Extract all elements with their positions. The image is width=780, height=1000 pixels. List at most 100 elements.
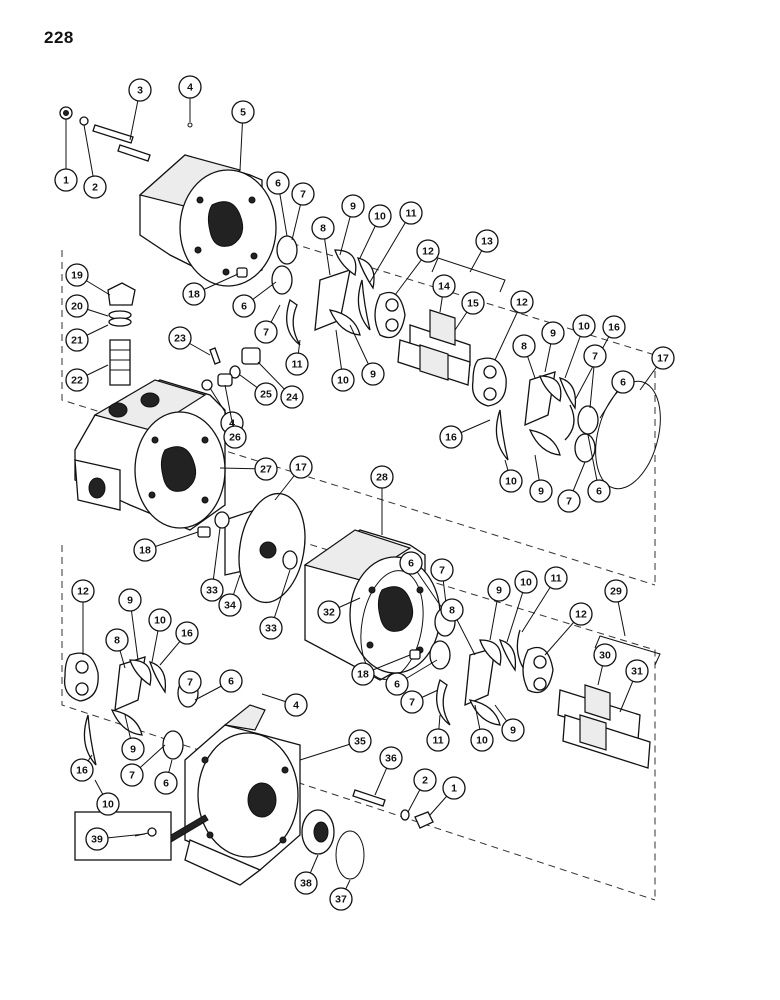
callout-9: 9 bbox=[121, 714, 145, 761]
callout-1: 1 bbox=[429, 776, 466, 816]
callout-circle bbox=[85, 827, 109, 851]
callout-label: 1 bbox=[63, 175, 69, 187]
callout-label: 10 bbox=[337, 375, 349, 387]
callout-9: 9 bbox=[529, 454, 553, 503]
callout-circle bbox=[651, 346, 675, 370]
callout-label: 9 bbox=[350, 201, 356, 213]
relief-valve-parts bbox=[107, 282, 261, 391]
callout-circle bbox=[499, 469, 523, 493]
callout-label: 34 bbox=[224, 600, 236, 612]
callout-3: 3 bbox=[128, 78, 152, 141]
callout-circle bbox=[284, 693, 308, 717]
callout-circle bbox=[461, 291, 485, 315]
callout-label: 9 bbox=[370, 369, 376, 381]
gear-plates-top bbox=[271, 235, 406, 346]
callout-label: 9 bbox=[496, 585, 502, 597]
callout-8: 8 bbox=[440, 598, 476, 656]
callout-label: 6 bbox=[596, 486, 602, 498]
callout-circle bbox=[399, 201, 423, 225]
callout-circle bbox=[348, 729, 372, 753]
callout-circle bbox=[254, 320, 278, 344]
callout-7: 7 bbox=[291, 182, 315, 241]
callout-circle bbox=[510, 290, 534, 314]
callout-circle bbox=[266, 171, 290, 195]
callout-circle bbox=[280, 385, 304, 409]
callout-25: 25 bbox=[239, 374, 278, 406]
callout-1: 1 bbox=[54, 119, 78, 192]
callout-label: 10 bbox=[520, 577, 532, 589]
callout-17: 17 bbox=[274, 455, 313, 501]
callout-circle bbox=[83, 175, 107, 199]
callout-label: 6 bbox=[408, 558, 414, 570]
callout-label: 6 bbox=[620, 377, 626, 389]
callout-circle bbox=[65, 263, 89, 287]
callout-15: 15 bbox=[454, 291, 485, 331]
callout-6: 6 bbox=[385, 659, 438, 696]
callout-18: 18 bbox=[133, 531, 199, 562]
front-cover-35 bbox=[184, 704, 301, 886]
callout-circle bbox=[96, 792, 120, 816]
callout-35: 35 bbox=[299, 729, 372, 761]
callout-label: 9 bbox=[550, 328, 556, 340]
callout-10: 10 bbox=[470, 704, 494, 752]
callout-21: 21 bbox=[65, 324, 109, 352]
callout-label: 7 bbox=[129, 770, 135, 782]
callout-label: 7 bbox=[409, 697, 415, 709]
callout-label: 12 bbox=[422, 246, 434, 258]
callout-label: 16 bbox=[181, 628, 193, 640]
callout-circle bbox=[587, 479, 611, 503]
callout-label: 6 bbox=[394, 679, 400, 691]
callout-12: 12 bbox=[71, 579, 95, 655]
callout-label: 24 bbox=[286, 392, 298, 404]
callout-label: 7 bbox=[592, 351, 598, 363]
callout-label: 37 bbox=[335, 894, 347, 906]
callout-circle bbox=[70, 758, 94, 782]
callout-9: 9 bbox=[118, 588, 142, 661]
callout-circle bbox=[175, 621, 199, 645]
callout-16: 16 bbox=[574, 315, 626, 401]
callout-7: 7 bbox=[583, 344, 607, 409]
callout-label: 11 bbox=[432, 735, 443, 747]
callout-6: 6 bbox=[232, 281, 277, 318]
callout-circle bbox=[470, 728, 494, 752]
callout-37: 37 bbox=[329, 879, 353, 911]
callout-9: 9 bbox=[339, 194, 365, 256]
gear-shafts-30-31 bbox=[557, 635, 661, 769]
callout-label: 11 bbox=[405, 208, 416, 220]
callout-circle bbox=[331, 368, 355, 392]
callout-33: 33 bbox=[259, 569, 291, 640]
callout-circle bbox=[544, 566, 568, 590]
callout-label: 25 bbox=[260, 389, 272, 401]
callout-circle bbox=[557, 489, 581, 513]
callout-label: 9 bbox=[510, 725, 516, 737]
callout-circle bbox=[501, 718, 525, 742]
callout-12: 12 bbox=[494, 290, 534, 361]
callout-label: 21 bbox=[71, 335, 83, 347]
callout-circle bbox=[370, 465, 394, 489]
callout-10: 10 bbox=[499, 459, 523, 493]
callout-circle bbox=[121, 737, 145, 761]
callout-11: 11 bbox=[285, 339, 309, 376]
callout-label: 39 bbox=[91, 834, 103, 846]
callout-circle bbox=[385, 672, 409, 696]
callout-9: 9 bbox=[541, 321, 565, 373]
callout-circle bbox=[317, 600, 341, 624]
callout-circle bbox=[289, 455, 313, 479]
callout-circle bbox=[512, 334, 536, 358]
callout-circle bbox=[442, 776, 466, 800]
callout-16: 16 bbox=[439, 419, 491, 449]
callout-5: 5 bbox=[231, 100, 255, 171]
callout-circle bbox=[311, 216, 335, 240]
callout-circle bbox=[54, 168, 78, 192]
callout-circle bbox=[285, 352, 309, 376]
callout-label: 5 bbox=[240, 107, 246, 119]
callout-label: 18 bbox=[357, 669, 369, 681]
callout-label: 4 bbox=[293, 700, 299, 712]
callout-33: 33 bbox=[200, 527, 224, 602]
callout-label: 7 bbox=[439, 565, 445, 577]
callout-2: 2 bbox=[83, 124, 107, 199]
callout-circle bbox=[133, 538, 157, 562]
callout-label: 10 bbox=[578, 321, 590, 333]
callout-label: 28 bbox=[376, 472, 388, 484]
callout-circle bbox=[254, 457, 278, 481]
